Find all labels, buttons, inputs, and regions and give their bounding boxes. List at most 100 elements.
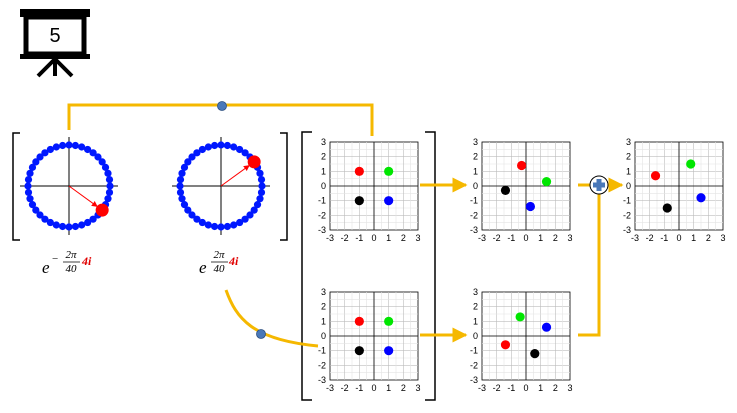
y-tick-label: 3 <box>321 137 326 147</box>
y-tick-label: -2 <box>318 360 326 370</box>
x-tick-label: -3 <box>478 383 486 393</box>
circle-point <box>58 141 67 150</box>
x-tick-label: 3 <box>415 383 420 393</box>
data-point <box>696 193 706 203</box>
circle-point <box>198 145 206 154</box>
y-tick-label: 0 <box>473 181 478 191</box>
data-point <box>650 171 661 181</box>
connector-bottom-to-plus <box>578 194 601 337</box>
x-tick-label: 0 <box>371 233 376 243</box>
circle-point <box>223 141 232 150</box>
circle-point <box>176 182 184 190</box>
data-point <box>384 166 394 176</box>
unit-circle-left <box>20 137 118 235</box>
circle-point <box>210 141 219 150</box>
y-tick-label: -3 <box>470 375 478 385</box>
circle-point <box>52 221 60 229</box>
y-tick-label: 2 <box>626 152 631 162</box>
circle-point <box>24 175 33 184</box>
scatter-plots: -3-3-2-2-1-100112233-3-3-2-2-1-100112233… <box>318 137 726 393</box>
x-tick-label: 1 <box>538 233 543 243</box>
circle-point <box>250 206 258 214</box>
svg-text:40: 40 <box>66 263 78 275</box>
circle-point <box>98 158 106 166</box>
circle-point <box>246 211 254 219</box>
y-tick-label: -2 <box>470 210 478 220</box>
highlighted-point <box>95 203 109 217</box>
x-tick-label: -2 <box>341 383 349 393</box>
y-tick-label: 2 <box>473 302 478 312</box>
x-tick-label: 3 <box>567 383 572 393</box>
circle-point <box>26 195 34 203</box>
circle-point <box>178 195 186 203</box>
data-point <box>384 316 394 326</box>
x-tick-label: 2 <box>401 233 406 243</box>
data-point <box>354 166 364 176</box>
circle-point <box>84 218 92 227</box>
circle-point <box>188 153 196 161</box>
circle-point <box>256 195 264 203</box>
svg-text:2π: 2π <box>213 249 225 261</box>
circle-point <box>46 218 54 227</box>
top-junction-dot <box>217 101 227 111</box>
x-tick-label: 0 <box>371 383 376 393</box>
x-tick-label: 0 <box>523 383 528 393</box>
circle-point <box>257 188 266 197</box>
x-tick-label: -2 <box>493 233 501 243</box>
y-tick-label: -1 <box>623 196 631 206</box>
y-tick-label: -2 <box>623 210 631 220</box>
x-tick-label: 3 <box>720 233 725 243</box>
circle-point <box>105 175 114 184</box>
curve-junction-dot <box>256 329 266 339</box>
y-tick-label: 0 <box>321 331 326 341</box>
x-tick-label: -1 <box>660 233 668 243</box>
circle-point <box>36 211 44 219</box>
circle-point <box>241 149 249 157</box>
circle-point <box>58 222 67 231</box>
circle-point <box>217 141 225 149</box>
svg-text:e: e <box>42 258 50 277</box>
circle-point <box>230 143 238 151</box>
matrix-bracket-open <box>301 131 312 401</box>
y-tick-label: 3 <box>321 287 326 297</box>
circle-point <box>193 149 201 157</box>
x-tick-label: -1 <box>355 383 363 393</box>
circle-point <box>178 169 186 177</box>
svg-text:2π: 2π <box>65 249 77 261</box>
add-button[interactable] <box>589 175 609 195</box>
y-tick-label: 0 <box>626 181 631 191</box>
left-bracket-open <box>12 132 20 241</box>
circle-point <box>89 215 97 223</box>
data-point <box>500 340 511 350</box>
circle-point <box>28 201 37 209</box>
y-tick-label: -1 <box>470 346 478 356</box>
x-tick-label: 1 <box>386 383 391 393</box>
y-tick-label: 1 <box>626 166 631 176</box>
data-point <box>500 185 511 195</box>
presentation-board-icon <box>20 9 90 78</box>
y-tick-label: -3 <box>318 375 326 385</box>
x-tick-label: 0 <box>676 233 681 243</box>
circle-point <box>41 149 49 157</box>
circle-point <box>230 221 238 229</box>
data-point <box>662 203 672 213</box>
data-point <box>354 346 364 356</box>
data-point <box>541 322 552 332</box>
circle-point <box>256 169 264 177</box>
x-tick-label: 2 <box>553 233 558 243</box>
x-tick-label: -3 <box>478 233 486 243</box>
x-tick-label: 0 <box>523 233 528 243</box>
data-point <box>354 196 364 206</box>
x-tick-label: 2 <box>401 383 406 393</box>
circle-point <box>65 141 73 149</box>
highlighted-point <box>247 155 261 169</box>
x-tick-label: 2 <box>706 233 711 243</box>
pointer-arrow <box>220 165 250 187</box>
circle-point <box>180 201 189 209</box>
x-tick-label: 1 <box>538 383 543 393</box>
y-tick-label: 3 <box>626 137 631 147</box>
circle-point <box>253 201 262 209</box>
data-point <box>515 312 525 322</box>
y-tick-label: 2 <box>473 152 478 162</box>
